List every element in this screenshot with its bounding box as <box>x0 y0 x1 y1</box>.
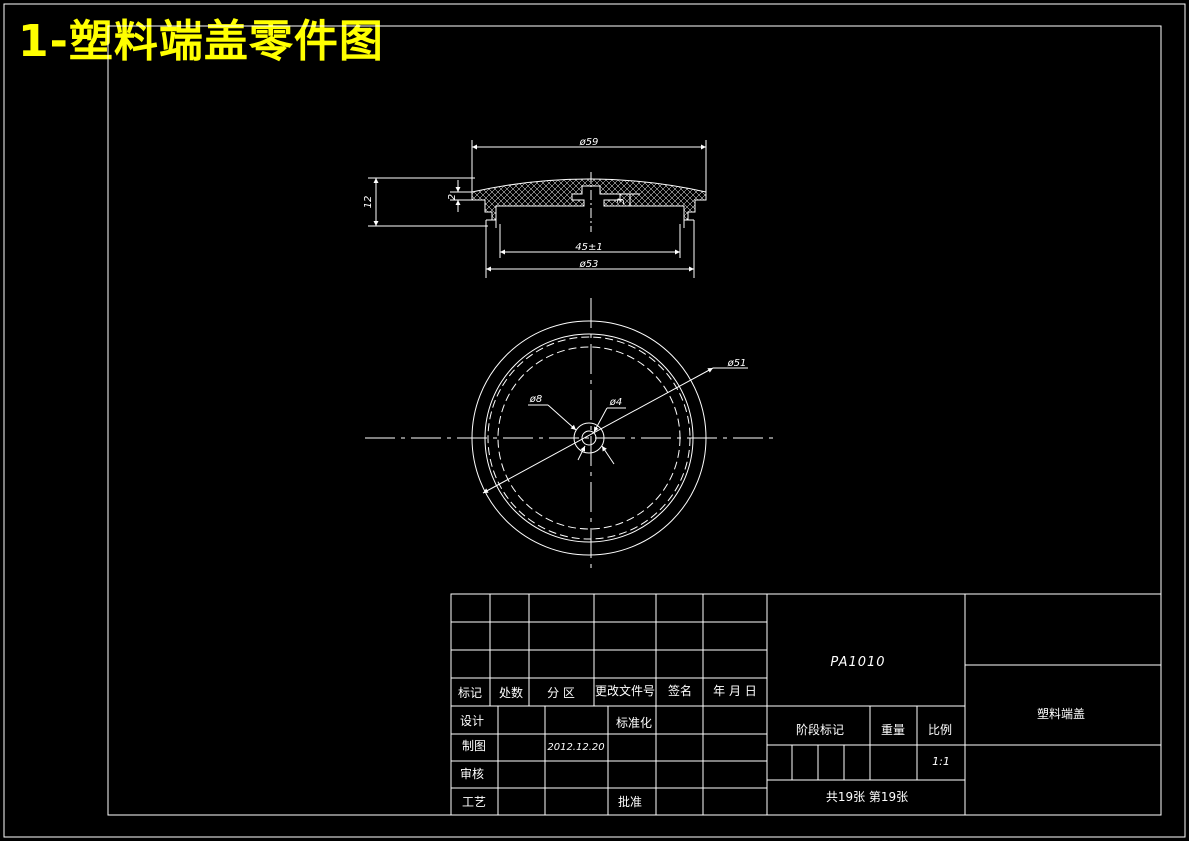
title-block <box>450 593 1162 816</box>
dim-d53: ø53 <box>579 259 599 270</box>
tb-weight: 重量 <box>881 723 905 737</box>
sheet-borders <box>3 3 1186 838</box>
tb-design: 设计 <box>460 714 484 728</box>
dim-h2: 2 <box>447 194 458 200</box>
dim-line-d51 <box>482 367 714 494</box>
tb-standardize: 标准化 <box>616 716 652 730</box>
dim-d59: ø59 <box>579 137 599 148</box>
tb-header-zone: 分 区 <box>547 686 575 700</box>
tb-header-doc: 更改文件号 <box>595 683 655 698</box>
top-view <box>365 298 775 574</box>
section-view <box>368 140 707 278</box>
outer-border <box>3 3 1186 838</box>
tb-header-date: 年 月 日 <box>713 684 757 698</box>
dim-h3: 3 <box>616 198 627 204</box>
dim-h12: 12 <box>363 196 374 209</box>
title-block-text: 标记 处数 分 区 更改文件号 签名 年 月 日 设计 标准化 制图 2012.… <box>458 655 1085 809</box>
dim-d4: ø4 <box>609 397 622 408</box>
tb-approve: 批准 <box>618 794 642 809</box>
tb-scale-label: 比例 <box>928 723 952 737</box>
tb-date: 2012.12.20 <box>547 742 604 753</box>
tb-header-count: 处数 <box>499 685 523 700</box>
tb-stage-mark: 阶段标记 <box>796 722 844 737</box>
tb-material: PA1010 <box>830 655 885 670</box>
tb-sheets: 共19张 第19张 <box>826 790 908 804</box>
tb-process: 工艺 <box>462 795 486 809</box>
dim-d45: 45±1 <box>575 242 602 253</box>
tb-draw: 制图 <box>462 739 486 753</box>
dim-d8: ø8 <box>529 394 542 405</box>
tb-review: 审核 <box>460 766 484 781</box>
section-hatch <box>471 178 707 221</box>
drawing-title: 1-塑料端盖零件图 <box>18 16 384 67</box>
dim-d51: ø51 <box>727 358 747 369</box>
tb-scale-value: 1:1 <box>932 755 950 768</box>
tb-part-name: 塑料端盖 <box>1037 706 1085 721</box>
tb-header-mark: 标记 <box>458 686 482 700</box>
tb-header-sign: 签名 <box>668 683 692 698</box>
